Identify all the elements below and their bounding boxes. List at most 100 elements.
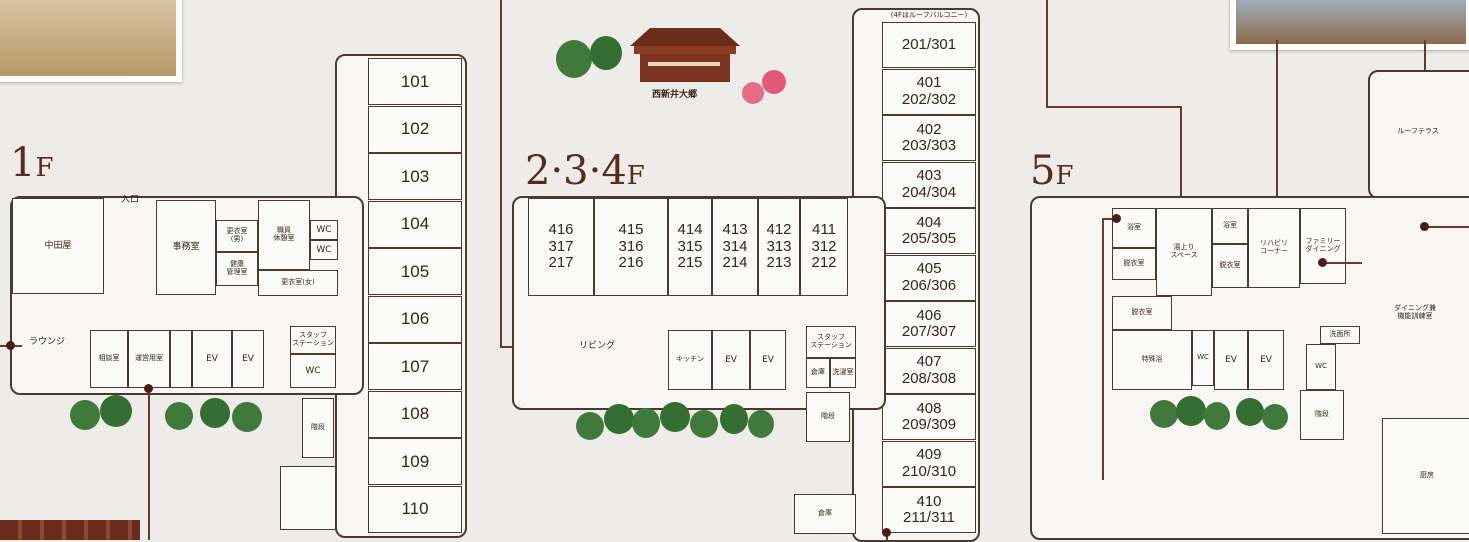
tree [1150,400,1178,428]
tree [165,402,193,430]
room-106: 106 [368,295,462,343]
wc-3: WC [290,354,336,388]
floor5-top-line-1 [1046,0,1048,108]
floor234-pointer-dot [882,528,891,537]
tree [1236,398,1264,426]
lounge-label: ラウンジ [28,336,65,347]
tree [70,400,100,430]
changing-room-female: 更衣室(女) [258,270,338,296]
room-104: 104 [368,200,462,248]
dressing-room-1: 脱衣室 [1112,248,1156,280]
tree [590,36,622,70]
tree [1262,404,1288,430]
ev-4: EV [750,330,786,390]
ev-1: EV [192,330,232,388]
room-107: 107 [368,343,462,390]
room-108: 108 [368,390,462,438]
photo-top-right [1230,0,1469,50]
wc-5b: WC [1306,344,1336,390]
room-stack-right: 405 206/306 [882,254,976,301]
room-stack-right: 403 204/304 [882,161,976,208]
floor5-right-line [1322,262,1362,264]
room-110: 110 [368,485,462,533]
room-105: 105 [368,248,462,295]
roof-terrace-label: ルーフテラス [1397,127,1439,136]
tree [576,412,604,440]
room-102: 102 [368,105,462,153]
stripe-decoration [0,520,140,540]
top-note: (4Fはルーフバルコニー) [890,11,968,20]
floor1-lounge-dot [6,341,15,350]
blank-room [170,330,192,388]
floor1-label: 1F [10,140,54,186]
rehab-corner: リハビリ コーナー [1248,208,1300,288]
room-stack-right: 201/301 [882,22,976,68]
tree [1204,402,1230,430]
floor1-pointer-dot [144,384,153,393]
room-stack-left: 411 312 212 [800,198,848,296]
floor234-label: 2·3·4F [525,148,645,194]
storage-room-2: 倉庫 [794,494,856,534]
staff-rest-room: 職員 休憩室 [258,200,310,270]
tree [632,408,660,438]
floor5-top-line-1v [1180,106,1182,216]
floor5-dot-6 [1420,222,1429,231]
ev-5: EV [1214,330,1248,390]
washroom: 洗面所 [1320,326,1360,344]
room-stack-right: 409 210/310 [882,440,976,487]
floor5-roof-outline [1368,70,1469,199]
room-stack-right: 402 203/303 [882,115,976,161]
room-stack-left: 414 315 215 [668,198,712,296]
special-bath: 特殊浴 [1112,330,1192,390]
floor1-lower-room [280,466,336,530]
room-stack-right: 406 207/307 [882,301,976,347]
living-label: リビング [578,340,615,351]
floor5-top-line-1h [1046,106,1182,108]
stairs-1: 階段 [302,398,334,458]
room-stack-left: 416 317 217 [528,198,594,296]
tree [690,410,718,438]
room-stack-right: 410 211/311 [882,487,976,533]
floor5-left-line [1102,218,1104,480]
floor5-left-line-h [1102,218,1116,220]
stairs-5: 階段 [1300,390,1344,440]
tree [232,402,262,432]
room-101: 101 [368,58,462,105]
changing-room-male: 更衣室 (男) [216,220,258,252]
bath-room-2: 浴室 [1212,208,1248,244]
rest-space-room: 湯上り スペース [1156,208,1212,296]
room-stack-left: 412 313 213 [758,198,800,296]
consult-room: 相談室 [90,330,128,388]
room-stack-right: 408 209/309 [882,394,976,440]
family-dining: ファミリー ダイニング [1300,208,1346,284]
office-room: 事務室 [156,200,216,295]
floor5-dot-5 [1318,258,1327,267]
entrance-label: 入口 [120,194,139,205]
staff-station-2: スタッフ ステーション [806,326,856,358]
stairs-2: 階段 [806,392,850,442]
wc-5a: WC [1192,330,1214,386]
dining-room-label: ダイニング兼 機能訓練室 [1394,304,1436,320]
room-stack-right: 407 208/308 [882,347,976,394]
health-room: 健康 管理室 [216,252,258,286]
tree [200,398,230,428]
ev-3: EV [712,330,750,390]
dressing-room-3: 脱衣室 [1112,296,1172,330]
building-icon [620,24,750,84]
flower-icon [762,70,786,94]
kitchen-room: キッチン [668,330,712,390]
room-stack-left: 413 314 214 [712,198,758,296]
kitchen-5: 厨房 [1382,418,1469,534]
room-stack-right: 404 205/305 [882,208,976,254]
storage-room-1: 倉庫 [806,358,830,388]
floor5-label: 5F [1030,148,1074,194]
tree [604,404,634,434]
care-goods-room: 運営用室 [128,330,170,388]
floor5-top-line-2 [1276,40,1278,216]
photo-top-left [0,0,182,82]
floor5-dot-4 [1112,214,1121,223]
floor5-right-line2 [1424,226,1469,228]
room-109: 109 [368,438,462,485]
laundry-room: 洗濯室 [830,358,856,388]
ev-6: EV [1248,330,1284,390]
